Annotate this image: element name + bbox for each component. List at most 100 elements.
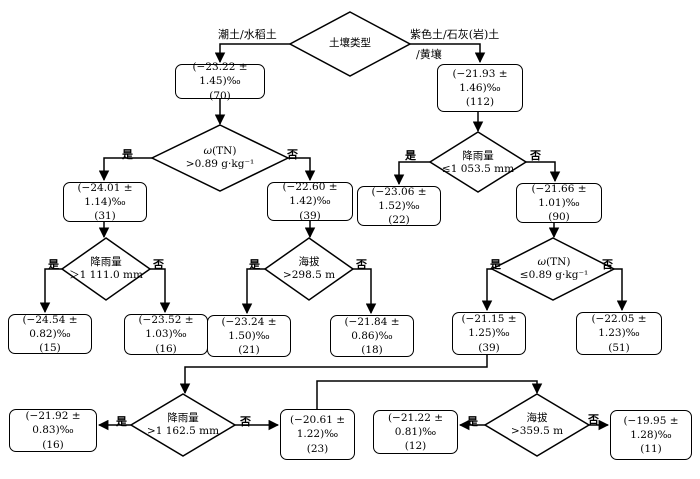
node-value: (−22.05 ± 1.23)‰ <box>591 313 647 340</box>
node-value: (−20.61 ± 1.22)‰ <box>289 414 346 441</box>
edge-d4-no <box>353 268 377 315</box>
yes-label-d6: 是 <box>116 415 127 428</box>
node-count: (21) <box>238 344 260 357</box>
root-right-branch-label-2: /黄壤 <box>416 48 442 61</box>
node-value: (−21.93 ± 1.46)‰ <box>452 67 508 94</box>
yes-label-d3: 是 <box>48 258 59 271</box>
no-label-d7: 否 <box>588 413 599 426</box>
decision-d3: 降雨量 ＞1 111.0 mm <box>64 254 148 284</box>
node-n15: (−21.22 ± 0.81)‰ (12) <box>373 410 458 454</box>
node-n10: (−21.84 ± 0.86)‰ (18) <box>330 315 414 357</box>
decision-d7: 海拔 >359.5 m <box>500 410 574 440</box>
edge-d1-no <box>288 157 316 182</box>
edge-d5-yes <box>481 268 493 312</box>
node-value: (−21.15 ± 1.25)‰ <box>461 313 517 340</box>
diamond-d1 <box>150 124 290 192</box>
node-n5: (−23.06 ± 1.52)‰ (22) <box>357 186 441 226</box>
decision-d1: ω(TN) >0.89 g·kg⁻¹ <box>170 142 270 174</box>
decision-d5: ω(TN) ≤0.89 g·kg⁻¹ <box>508 254 600 284</box>
node-value: (−21.84 ± 0.86)‰ <box>344 315 400 342</box>
decision-condition: ＞1 111.0 mm <box>69 269 143 281</box>
node-count: (15) <box>39 342 61 355</box>
node-count: (51) <box>608 341 630 354</box>
edge-d1-yes <box>98 157 152 182</box>
yes-label-d1: 是 <box>122 148 133 161</box>
node-value: (−21.66 ± 1.01)‰ <box>531 182 587 209</box>
node-n3: (−24.01 ± 1.14)‰ (31) <box>63 182 147 222</box>
edge-n11-d6 <box>179 355 488 395</box>
edge-root-left <box>214 43 290 64</box>
decision-d4: 海拔 >298.5 m <box>274 254 344 284</box>
root-left-branch-label: 潮土/水稻土 <box>218 28 277 41</box>
node-count: (16) <box>155 342 177 355</box>
diamond-d7 <box>483 393 591 457</box>
edge-d3-no <box>150 268 171 314</box>
no-label-d6: 否 <box>240 415 251 428</box>
no-label-d1: 否 <box>287 148 298 161</box>
diamond-d5 <box>490 237 616 301</box>
node-value: (−23.06 ± 1.52)‰ <box>371 185 427 212</box>
node-count: (39) <box>478 341 500 354</box>
decision-condition: >359.5 m <box>510 425 564 437</box>
node-n14: (−20.61 ± 1.22)‰ (23) <box>280 409 355 460</box>
decision-condition: >0.89 g·kg⁻¹ <box>185 158 255 170</box>
node-value: (−23.24 ± 1.50)‰ <box>221 315 277 342</box>
node-value: (−24.54 ± 0.82)‰ <box>22 313 78 340</box>
node-n4: (−22.60 ± 1.42)‰ (39) <box>267 181 353 222</box>
decision-d2: 降雨量 ≤1 053.5 mm <box>438 148 518 178</box>
decision-variable: ω(TN) <box>203 144 237 157</box>
edge-d2-no <box>526 161 561 183</box>
node-n13: (−21.92 ± 0.83)‰ (16) <box>9 409 97 452</box>
node-n6: (−21.66 ± 1.01)‰ (90) <box>516 183 602 223</box>
yes-label-d2: 是 <box>405 149 416 162</box>
node-value: (−19.95 ± 1.28)‰ <box>623 414 679 441</box>
no-label-d4: 否 <box>356 258 367 271</box>
node-count: (39) <box>299 209 321 222</box>
edge-n14-d7 <box>316 380 543 409</box>
edge-d5-no <box>614 268 628 312</box>
node-n12: (−22.05 ± 1.23)‰ (51) <box>576 312 662 355</box>
node-value: (−24.01 ± 1.14)‰ <box>77 181 133 208</box>
node-count: (16) <box>42 438 64 451</box>
node-count: (31) <box>94 210 116 223</box>
node-count: (12) <box>404 440 427 453</box>
decision-variable: 降雨量 <box>462 149 494 162</box>
node-count: (22) <box>388 214 410 227</box>
node-value: (−21.92 ± 0.83)‰ <box>25 410 81 437</box>
yes-label-d7: 是 <box>467 415 478 428</box>
decision-variable: 海拔 <box>526 411 548 424</box>
decision-variable: 海拔 <box>298 255 320 268</box>
decision-condition: ≤1 053.5 mm <box>441 163 515 175</box>
node-value: (−22.60 ± 1.42)‰ <box>282 181 338 208</box>
node-n16: (−19.95 ± 1.28)‰ (11) <box>610 410 692 460</box>
node-count: (23) <box>306 442 329 455</box>
node-n8: (−23.52 ± 1.03)‰ (16) <box>124 314 208 355</box>
node-count: (11) <box>640 443 662 456</box>
diamond-d4 <box>263 237 355 301</box>
diamond-d2 <box>428 131 528 193</box>
node-value: (−23.52 ± 1.03)‰ <box>138 314 194 341</box>
node-n11: (−21.15 ± 1.25)‰ (39) <box>452 312 526 355</box>
decision-condition: >1 162.5 mm <box>146 425 220 437</box>
decision-condition: >298.5 m <box>282 269 336 281</box>
decision-d6: 降雨量 >1 162.5 mm <box>138 410 228 440</box>
root-right-branch-label-1: 紫色土/石灰(岩)土 <box>410 28 500 41</box>
diamond-d3 <box>60 237 152 301</box>
diamond-root <box>288 11 412 77</box>
node-n7: (−24.54 ± 0.82)‰ (15) <box>8 314 92 354</box>
node-n1: (−23.22 ± 1.45)‰ (70) <box>175 61 265 102</box>
yes-label-d4: 是 <box>249 258 260 271</box>
edge-d4-yes <box>241 268 265 315</box>
node-value: (−23.22 ± 1.45)‰ <box>192 61 248 88</box>
node-count: (18) <box>361 344 383 357</box>
no-label-d2: 否 <box>530 149 541 162</box>
decision-condition: ≤0.89 g·kg⁻¹ <box>519 269 589 281</box>
yes-label-d5: 是 <box>490 258 501 271</box>
node-n9: (−23.24 ± 1.50)‰ (21) <box>207 315 291 357</box>
no-label-d3: 否 <box>153 258 164 271</box>
root-label-text: 土壤类型 <box>329 37 371 50</box>
diamond-d6 <box>129 393 237 457</box>
node-count: (90) <box>548 211 570 224</box>
edge-d2-yes <box>393 161 430 186</box>
